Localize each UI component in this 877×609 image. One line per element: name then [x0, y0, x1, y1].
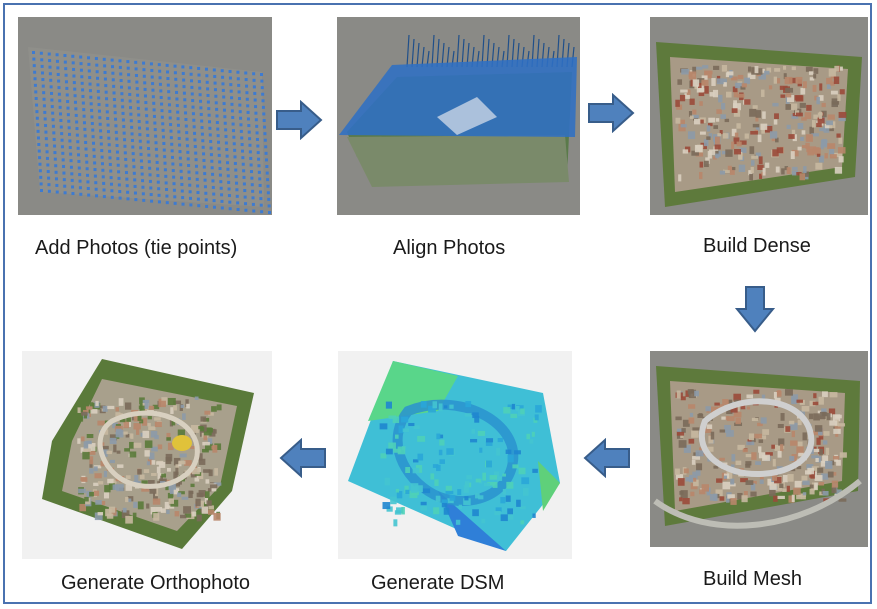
arrow-left-icon [279, 438, 327, 478]
step-label-build-dense: Build Dense [703, 235, 811, 257]
align-photos-thumbnail [337, 17, 580, 215]
step-label-align-photos: Align Photos [393, 237, 506, 259]
step-label-generate-orthophoto: Generate Orthophoto [61, 572, 251, 594]
step-label-add-photos: Add Photos (tie points) [35, 237, 238, 259]
arrow-right-icon [587, 93, 635, 133]
arrow-left-icon [583, 438, 631, 478]
generate-orthophoto-thumbnail [22, 351, 272, 559]
arrow-right-icon [275, 100, 323, 140]
arrow-down-icon [735, 285, 775, 333]
generate-dsm-thumbnail [338, 351, 572, 559]
step-label-build-mesh: Build Mesh [703, 568, 802, 590]
step-label-generate-dsm: Generate DSM [371, 572, 505, 594]
add-photos-thumbnail [18, 17, 272, 215]
workflow-diagram: Add Photos (tie points) Align Photos Bui… [3, 3, 872, 604]
build-dense-thumbnail [650, 17, 868, 215]
build-mesh-thumbnail [650, 351, 868, 547]
